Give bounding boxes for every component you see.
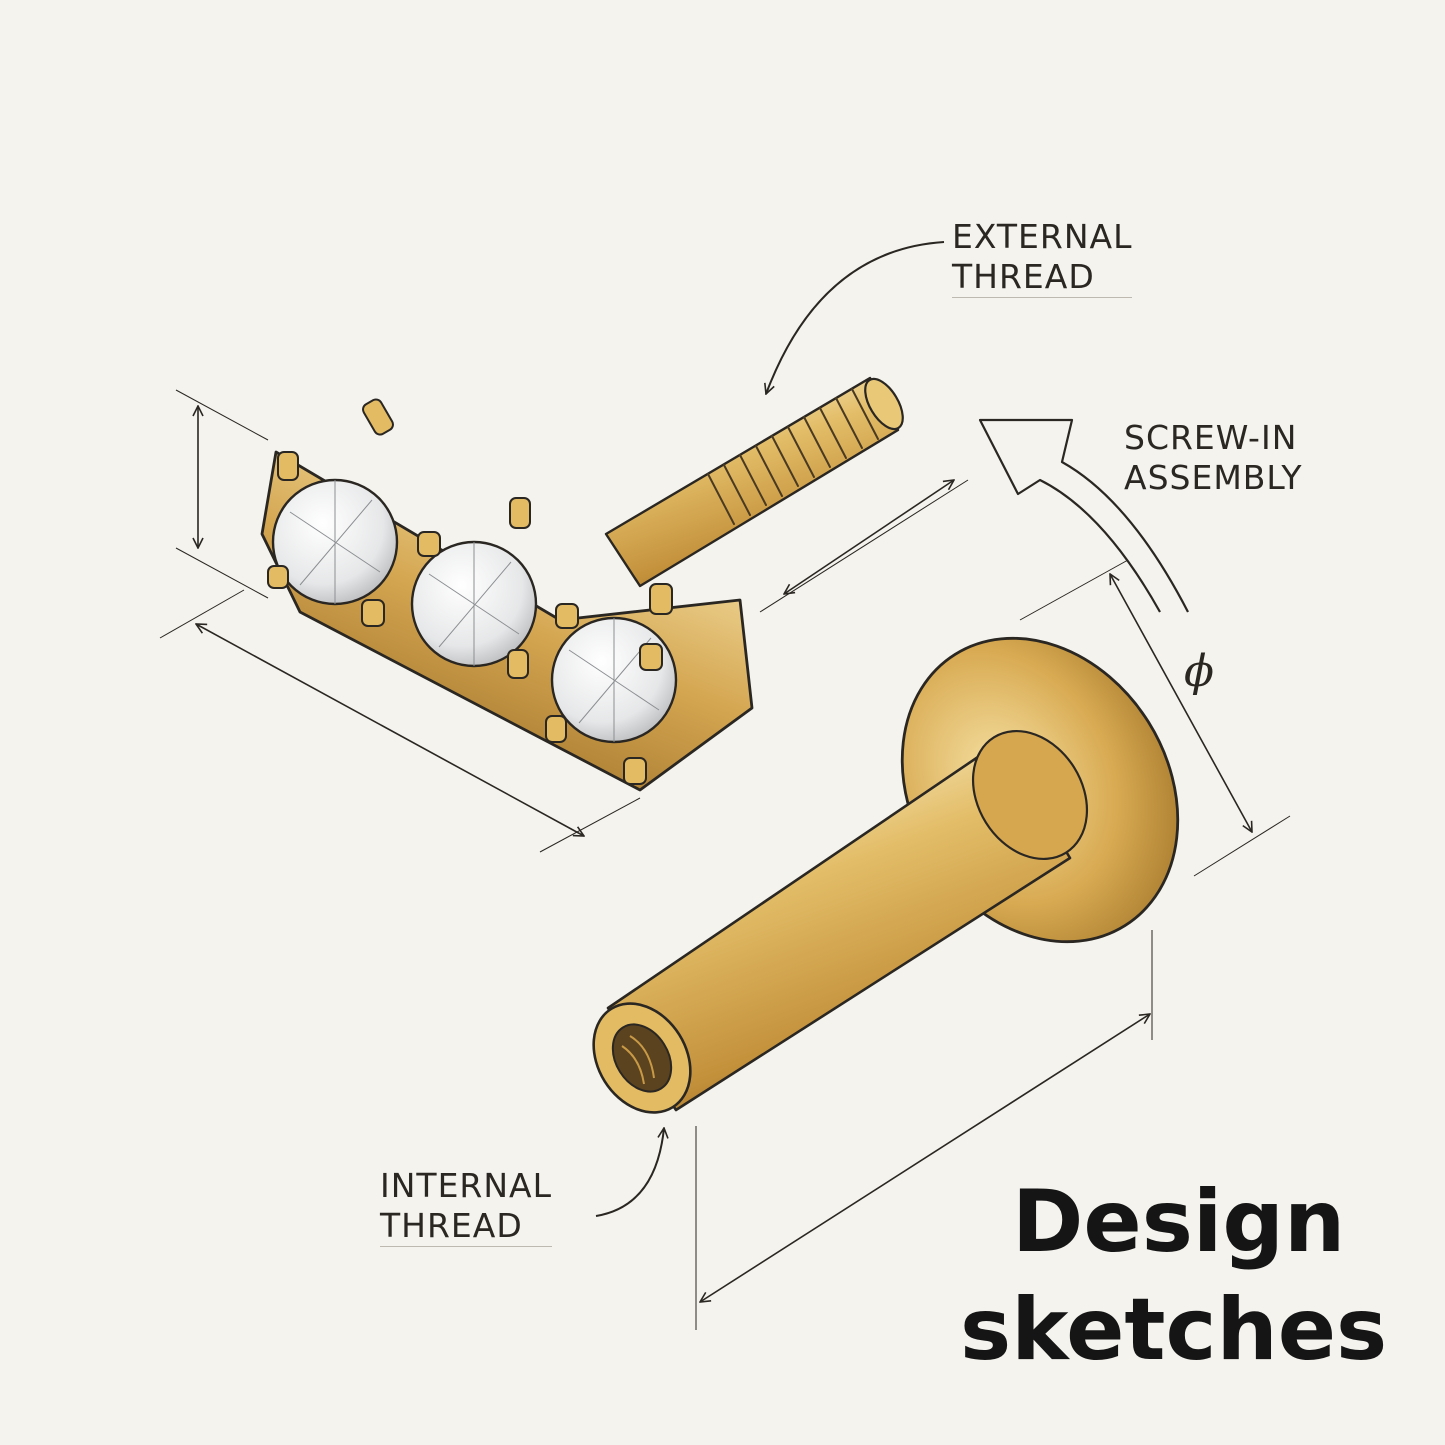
threaded-post bbox=[604, 376, 904, 588]
gemstone-2 bbox=[410, 540, 538, 668]
dimension-lines bbox=[159, 389, 1291, 1330]
gemstone-3 bbox=[550, 616, 678, 744]
gem-bar bbox=[260, 398, 754, 792]
gemstone-1 bbox=[271, 478, 399, 606]
callout-arrows bbox=[595, 241, 945, 1217]
internal-thread-label: INTERNAL THREAD bbox=[380, 1166, 553, 1247]
diameter-symbol: ϕ bbox=[1184, 646, 1214, 697]
rotation-arrow bbox=[978, 418, 1189, 613]
screw-in-assembly-label: SCREW-IN ASSEMBLY bbox=[1124, 418, 1303, 497]
external-thread-label: EXTERNAL THREAD bbox=[952, 217, 1133, 298]
caption-line-2: sketches bbox=[960, 1280, 1388, 1380]
caption-line-1: Design bbox=[1012, 1172, 1346, 1272]
caption-title: Design sketches bbox=[960, 1168, 1387, 1384]
